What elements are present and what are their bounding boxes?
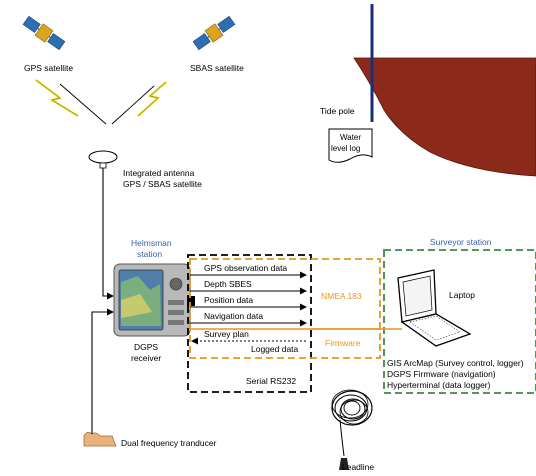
surveyor-station-box [383, 249, 536, 394]
flow-logged-label: Logged data [251, 344, 299, 354]
flow-navigation-label: Navigation data [204, 311, 263, 321]
flow-depth-label: Depth SBES [204, 279, 252, 289]
sbas-satellite-icon [192, 15, 236, 51]
lightning-bolt-right-outline [137, 81, 167, 117]
dgps-receiver-icon [113, 263, 195, 337]
tide-pole-label: Tide pole [320, 106, 355, 116]
nmea-box [189, 258, 381, 359]
dgps-receiver-line1: DGPS [134, 342, 158, 352]
surveyor-software-2: DGPS Firmware (navigation) [387, 369, 496, 379]
surveyor-software-1: GIS ArcMap (Survey control, logger) [387, 358, 524, 368]
dgps-receiver-line2: receiver [131, 353, 161, 363]
gps-satellite-label: GPS satellite [24, 63, 73, 73]
surveyor-software-3: Hyperterminal (data logger) [387, 380, 491, 390]
laptop-label: Laptop [449, 290, 475, 300]
riverbank [353, 57, 536, 177]
serial-rs232-box [187, 254, 312, 393]
helmsman-station-line2: station [137, 249, 162, 259]
lightning-bolt-right [137, 81, 167, 117]
lightning-bolt-left [35, 79, 79, 117]
antenna-cable [102, 168, 110, 297]
helmsman-station-line1: Helmsman [131, 238, 172, 248]
water-level-log-line1: Water [340, 133, 361, 142]
serial-rs232-label: Serial RS232 [246, 376, 296, 386]
transducer-label: Dual frequency tranducer [121, 438, 217, 448]
transducer-icon [83, 432, 117, 447]
flow-gps-obs-label: GPS observation data [204, 263, 287, 273]
lightning-bolt-left-outline [35, 79, 79, 117]
flow-position-label: Position data [204, 295, 253, 305]
gps-satellite-icon [22, 15, 66, 51]
laptop-icon [397, 269, 472, 347]
transducer-cable [91, 311, 104, 434]
leadline-icon [331, 389, 373, 470]
water-level-log-line2: level log [331, 144, 360, 153]
flow-survey-plan-label: Survey plan [204, 329, 249, 339]
firmware-label: Firmware [325, 338, 361, 348]
antenna-icon [88, 150, 118, 169]
nmea-label: NMEA 183 [321, 291, 362, 301]
water-level-log-icon [328, 128, 373, 163]
leadline-label: Leadline [342, 462, 374, 472]
antenna-label-line2: GPS / SBAS satellite [123, 179, 202, 189]
sbas-satellite-label: SBAS satellite [190, 63, 244, 73]
surveyor-station-label: Surveyor station [430, 237, 492, 247]
antenna-label-line1: Integrated antenna [123, 168, 195, 178]
